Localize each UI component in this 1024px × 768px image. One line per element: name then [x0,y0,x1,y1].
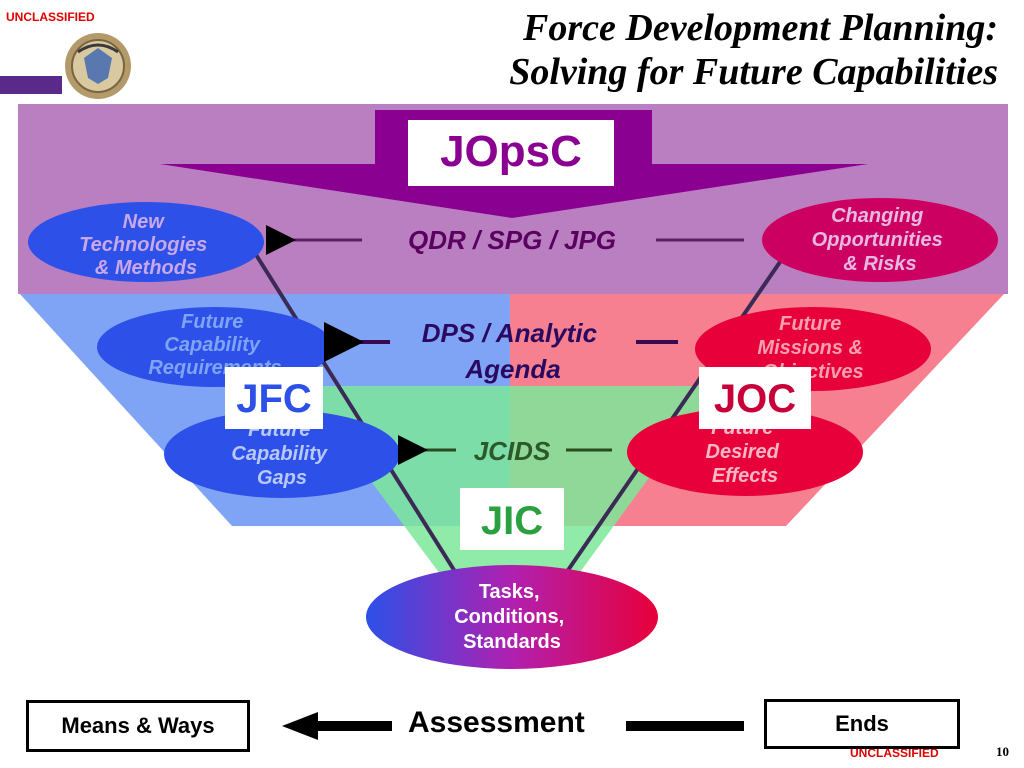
assessment-arrow-right-shaft [626,721,744,731]
ellipse-future-desired-effects [627,408,863,496]
page-number: 10 [996,744,1009,759]
assessment-arrow-left-shaft [316,721,392,731]
ellipse-future-capability-gaps [164,410,400,498]
ellipse-future-capability-requirements-text: Future Capability Requirements [148,311,281,379]
jopsc-label: JOpsC [440,127,582,176]
jfc-label: JFC [236,377,312,421]
joint-staff-seal-icon [0,33,131,99]
dps-flow-label: DPS / Analytic Agenda [422,318,605,384]
joc-box [699,367,811,429]
ends-box: Ends [764,699,960,749]
classification-bottom: UNCLASSIFIED [850,746,939,760]
joc-label: JOC [714,377,796,421]
jopsc-box [408,120,614,186]
classification-top: UNCLASSIFIED [6,10,95,24]
ellipse-changing-opportunities-text: Changing Opportunities & Risks [812,205,949,275]
jcids-flow-label: JCIDS [474,436,551,466]
title-line-2: Solving for Future Capabilities [509,51,998,93]
ellipse-changing-opportunities [762,198,998,282]
jic-label: JIC [481,499,543,543]
assessment-arrow-head [282,712,318,740]
jfc-box [225,367,323,429]
title-line-1: Force Development Planning: [523,7,998,49]
qdr-flow-label: QDR / SPG / JPG [408,225,616,255]
ellipse-new-technologies [28,202,264,282]
jic-box [460,488,564,550]
means-ways-box: Means & Ways [26,700,250,752]
assessment-label: Assessment [408,706,585,739]
ellipse-tasks-conditions-standards [366,565,658,669]
ellipse-new-technologies-text: New Technologies & Methods [79,211,213,279]
ellipse-tasks-text: Tasks, Conditions, Standards [454,581,570,653]
